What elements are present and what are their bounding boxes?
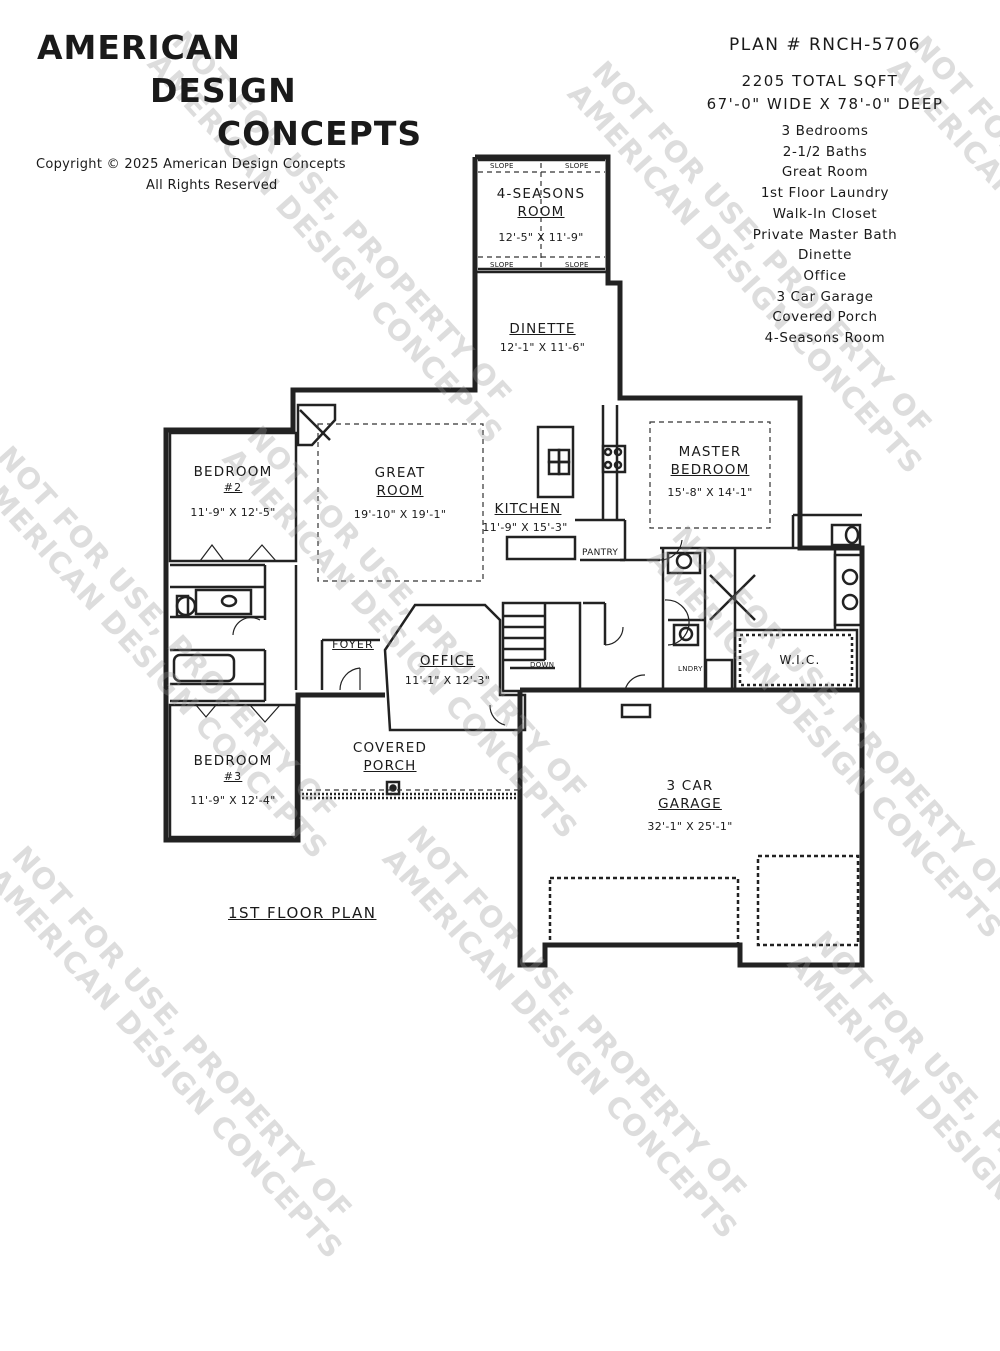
- feature-item: Dinette: [797, 247, 853, 264]
- feature-item: 3 Car Garage: [776, 288, 874, 305]
- feature-item: Great Room: [781, 164, 869, 181]
- room-dim-master: 15'-8" X 14'-1": [667, 486, 753, 499]
- room-dim-bedroom-3: 11'-9" X 12'-4": [190, 794, 276, 807]
- slope-label: SLOPE: [490, 261, 514, 269]
- slope-label: SLOPE: [565, 162, 589, 170]
- room-dim-office: 11'-1" X 12'-3": [404, 674, 491, 687]
- room-label-office: OFFICE: [419, 653, 476, 669]
- room-label-wic: W.I.C.: [779, 653, 821, 667]
- room-dim-garage: 32'-1" X 25'-1": [647, 820, 733, 833]
- floor-plan-drawing: [163, 154, 865, 968]
- stair-block: [501, 601, 582, 693]
- feature-item: Private Master Bath: [752, 226, 898, 243]
- bedroom-2-wall: [168, 431, 298, 563]
- exterior-wall-west: [163, 157, 478, 843]
- bedroom-3-wall: [168, 703, 298, 839]
- plan-size: 67'-0" WIDE X 78'-0" DEEP: [706, 95, 944, 113]
- room-dim-dinette: 12'-1" X 11'-6": [499, 341, 586, 354]
- room-dim-great: 19'-10" X 19'-1": [353, 508, 447, 521]
- room-dim-kitchen: 11'-9" X 15'-3": [482, 521, 568, 534]
- room-label-bedroom-2: BEDROOM#2: [193, 464, 273, 495]
- feature-item: 1st Floor Laundry: [760, 185, 890, 202]
- great-room-ceiling: [317, 423, 484, 582]
- plan-number: PLAN # RNCH-5706: [728, 35, 922, 55]
- room-label-laundry: LNDRY: [678, 665, 703, 673]
- room-label-kitchen: KITCHEN: [494, 501, 562, 517]
- feature-item: 3 Bedrooms: [781, 123, 869, 139]
- floor-plan-title: 1ST FLOOR PLAN: [228, 904, 377, 922]
- feature-item: 2-1/2 Baths: [782, 143, 868, 160]
- kitchen-island: [536, 425, 575, 499]
- plan-sqft: 2205 TOTAL SQFT: [741, 72, 899, 90]
- room-label-foyer: FOYER: [332, 638, 374, 651]
- copyright-line-2: All Rights Reserved: [146, 178, 278, 193]
- feature-item: Covered Porch: [772, 309, 878, 326]
- feature-item: Walk-In Closet: [772, 205, 878, 222]
- brand-line-1: AMERICAN: [37, 28, 241, 67]
- feature-item: Office: [803, 267, 847, 284]
- copyright-line-1: Copyright © 2025 American Design Concept…: [36, 157, 346, 172]
- wic-wall: [733, 628, 859, 692]
- room-label-pantry: PANTRY: [582, 548, 619, 558]
- brand-line-2: DESIGN: [150, 71, 297, 110]
- room-dim-seasons: 12'-5" X 11'-9": [498, 231, 584, 244]
- office-wall: [383, 603, 527, 732]
- room-dim-bedroom-2: 11'-9" X 12'-5": [190, 506, 276, 519]
- stair-label: DOWN: [530, 661, 555, 669]
- brand-line-3: CONCEPTS: [217, 114, 423, 153]
- slope-label: SLOPE: [490, 162, 514, 170]
- room-label-dinette: DINETTE: [509, 321, 576, 337]
- feature-list: 3 Bedrooms 2-1/2 Baths Great Room 1st Fl…: [700, 121, 950, 349]
- slope-label: SLOPE: [565, 261, 589, 269]
- master-ceiling: [649, 421, 771, 529]
- feature-item: 4-Seasons Room: [764, 330, 886, 347]
- room-label-bedroom-3: BEDROOM#3: [193, 753, 273, 784]
